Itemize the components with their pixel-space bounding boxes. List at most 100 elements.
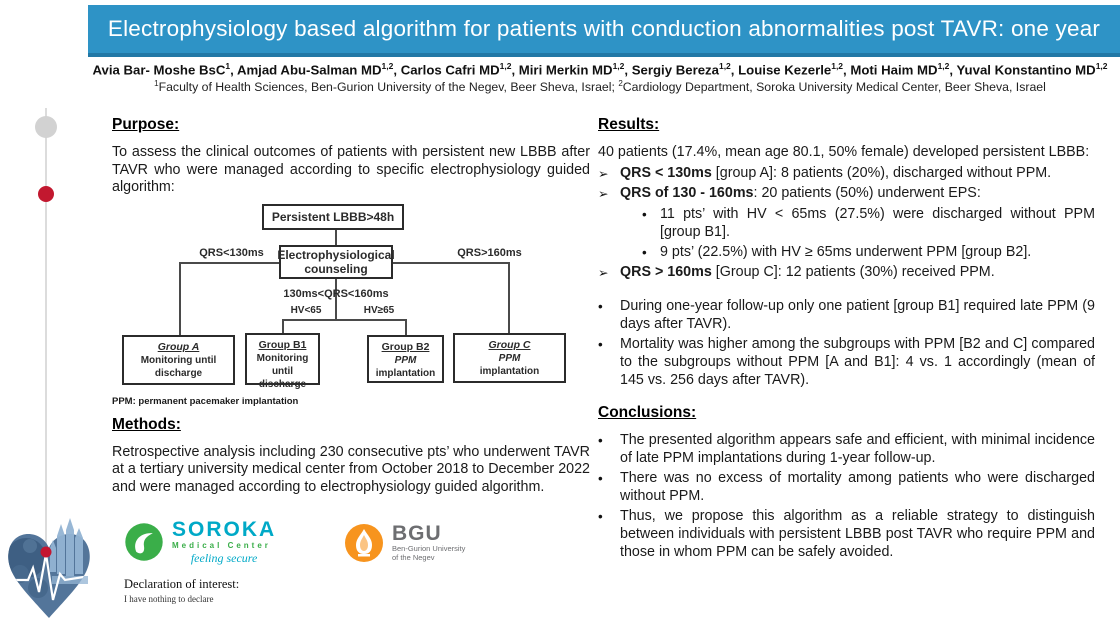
soroka-logo-text: SOROKA Medical Center feeling secure	[172, 518, 277, 566]
conclusion-bullet-item: •There was no excess of mortality among …	[598, 470, 1095, 506]
soroka-logo: SOROKA Medical Center feeling secure	[122, 518, 277, 566]
results-item-rest: [group A]: 8 patients (20%), discharged …	[711, 164, 1052, 181]
author-affiliation-sup: 1,2	[718, 61, 731, 71]
connector-line	[405, 318, 407, 335]
methods-text: Retrospective analysis including 230 con…	[112, 443, 590, 495]
results-item-bold: QRS of 130 - 160ms	[620, 185, 754, 202]
flowchart-group-3: Group C PPM implantation	[453, 332, 566, 383]
bgu-logo-text: BGU Ben-Gurion University of the Negev	[392, 523, 466, 562]
purpose-heading: Purpose:	[112, 116, 180, 133]
author-affiliation-sup: 1,2	[499, 61, 512, 71]
group-line3: discharge	[258, 378, 307, 390]
results-heading: Results:	[598, 116, 660, 133]
group-line2: Monitoring until	[256, 352, 309, 377]
results-bullet-list: • During one-year follow-up only one pati…	[598, 298, 1095, 389]
results-arrow-list: ➢ QRS < 130ms [group A]: 8 patients (20%)…	[598, 165, 1095, 283]
results-item-bold: QRS > 160ms	[620, 264, 712, 281]
results-sub-text: 11 pts’ with HV < 65ms (27.5%) were disc…	[660, 205, 1095, 240]
affiliation-sup: 1	[154, 79, 159, 88]
results-sub-text: 9 pts’ (22.5%) with HV ≥ 65ms underwent …	[660, 243, 1032, 260]
results-item-rest: : 20 patients (50%) underwent EPS:	[753, 185, 981, 202]
flowchart-root-box: Persistent LBBB>48h	[262, 203, 404, 230]
results-item-text: QRS > 160ms [Group C]: 12 patients (30%)…	[620, 264, 1095, 282]
dot-bullet-icon: •	[598, 337, 603, 353]
results-sub-item: • 9 pts’ (22.5%) with HV ≥ 65ms underwent…	[642, 244, 1095, 262]
connector-line	[179, 261, 181, 335]
bgu-subtitle-1: Ben-Gurion University	[392, 544, 466, 553]
methods-heading: Methods:	[112, 415, 181, 433]
results-item-text: QRS of 130 - 160ms: 20 patients (50%) un…	[620, 185, 1095, 203]
arrow-bullet-icon: ➢	[598, 166, 609, 181]
dot-bullet-icon: •	[598, 299, 603, 315]
results-bullet-item: • Mortality was higher among the subgroup…	[598, 336, 1095, 389]
author-separator: ,	[624, 62, 632, 78]
timeline-dot-gray	[35, 116, 57, 138]
flowchart-counseling-label: Electrophysiological counseling	[277, 247, 395, 276]
author-affiliation-sup: 1	[225, 61, 231, 71]
timeline-line	[45, 108, 47, 552]
connector-line	[282, 318, 284, 333]
location-pin-icon	[40, 546, 52, 558]
group-title: Group B2	[381, 340, 430, 353]
branch-label-qrs-high: QRS>160ms	[457, 246, 522, 259]
declaration-text: I have nothing to declare	[124, 594, 214, 604]
results-bullet-item-text: Mortality was higher among the subgroups…	[620, 336, 1095, 389]
timeline-dot-red	[38, 186, 54, 202]
branch-label-qrs-mid: 130ms<QRS<160ms	[283, 287, 389, 300]
connector-line	[335, 278, 337, 319]
soroka-name: SOROKA	[172, 518, 277, 541]
arrow-bullet-icon: ➢	[598, 266, 609, 281]
connector-line	[179, 261, 280, 264]
affiliation-text: Faculty of Health Sciences, Ben-Gurion U…	[158, 80, 619, 95]
declaration-block: Declaration of interest: I have nothing …	[124, 577, 239, 604]
group-line3: implantation	[479, 365, 540, 377]
title-bar: Electrophysiology based algorithm for pa…	[88, 5, 1120, 89]
group-line3: implantation	[375, 367, 436, 379]
algorithm-flowchart: QRS<130ms QRS>160ms 130ms<QRS<160ms HV<6…	[112, 202, 590, 390]
flowchart-group-0: Group A Monitoring until discharge	[122, 334, 235, 385]
dot-bullet-icon: •	[598, 509, 603, 525]
author-affiliation-sup: 1,2	[831, 61, 844, 71]
group-title: Group A	[157, 340, 200, 353]
author-name: Yuval Konstantino MD	[956, 62, 1096, 78]
bgu-flame-icon	[345, 524, 383, 562]
conclusions-section: Conclusions: •The presented algorithm ap…	[598, 404, 1095, 564]
conclusion-bullet-item-text: There was no excess of mortality among p…	[620, 470, 1095, 504]
results-item-bold: QRS < 130ms	[620, 164, 712, 181]
conclusion-bullet-item: •The presented algorithm appears safe an…	[598, 432, 1095, 468]
branch-label-hv-low: HV<65	[290, 304, 322, 316]
author-name: Carlos Cafri MD	[400, 62, 500, 78]
group-line3: discharge	[154, 367, 203, 379]
connector-line	[282, 318, 407, 321]
author-name: Amjad Abu-Salman MD	[236, 62, 382, 78]
purpose-text: To assess the clinical outcomes of patie…	[112, 144, 590, 196]
author-separator: ,	[843, 62, 851, 78]
results-bullet-item-text: During one-year follow-up only one patie…	[620, 298, 1095, 333]
branch-label-hv-high: HV≥65	[363, 304, 395, 316]
affiliation-text: Cardiology Department, Soroka University…	[622, 80, 1046, 95]
group-line2: PPM	[498, 352, 521, 364]
affiliations-line: 1Faculty of Health Sciences, Ben-Gurion …	[90, 79, 1110, 94]
poster-title: Electrophysiology based algorithm for pa…	[107, 16, 1101, 89]
affiliation-sup: 2	[618, 79, 623, 88]
author-separator: ,	[230, 62, 237, 78]
heart-collage-graphic	[8, 518, 90, 618]
flowchart-group-2: Group B2 PPM implantation	[367, 334, 444, 383]
dot-bullet-icon: •	[642, 244, 647, 260]
author-affiliation-sup: 1,2	[1095, 61, 1108, 71]
authors-line: Avia Bar- Moshe BsC1, Amjad Abu-Salman M…	[90, 61, 1110, 77]
author-separator: ,	[730, 62, 739, 78]
bgu-logo: BGU Ben-Gurion University of the Negev	[344, 523, 465, 563]
results-bullet-item: • During one-year follow-up only one pati…	[598, 298, 1095, 334]
author-separator: ,	[511, 62, 519, 78]
ecg-trace	[8, 553, 90, 601]
author-affiliation-sup: 1,2	[937, 61, 950, 71]
branch-label-qrs-low: QRS<130ms	[199, 246, 264, 259]
results-arrow-item: ➢ QRS < 130ms [group A]: 8 patients (20%)…	[598, 165, 1095, 183]
author-affiliation-sup: 1,2	[612, 61, 625, 71]
author-name: Miri Merkin MD	[518, 62, 613, 78]
group-title: Group C	[488, 338, 531, 351]
author-name: Avia Bar- Moshe BsC	[92, 62, 226, 78]
results-item-rest: [Group C]: 12 patients (30%) received PP…	[711, 264, 995, 281]
